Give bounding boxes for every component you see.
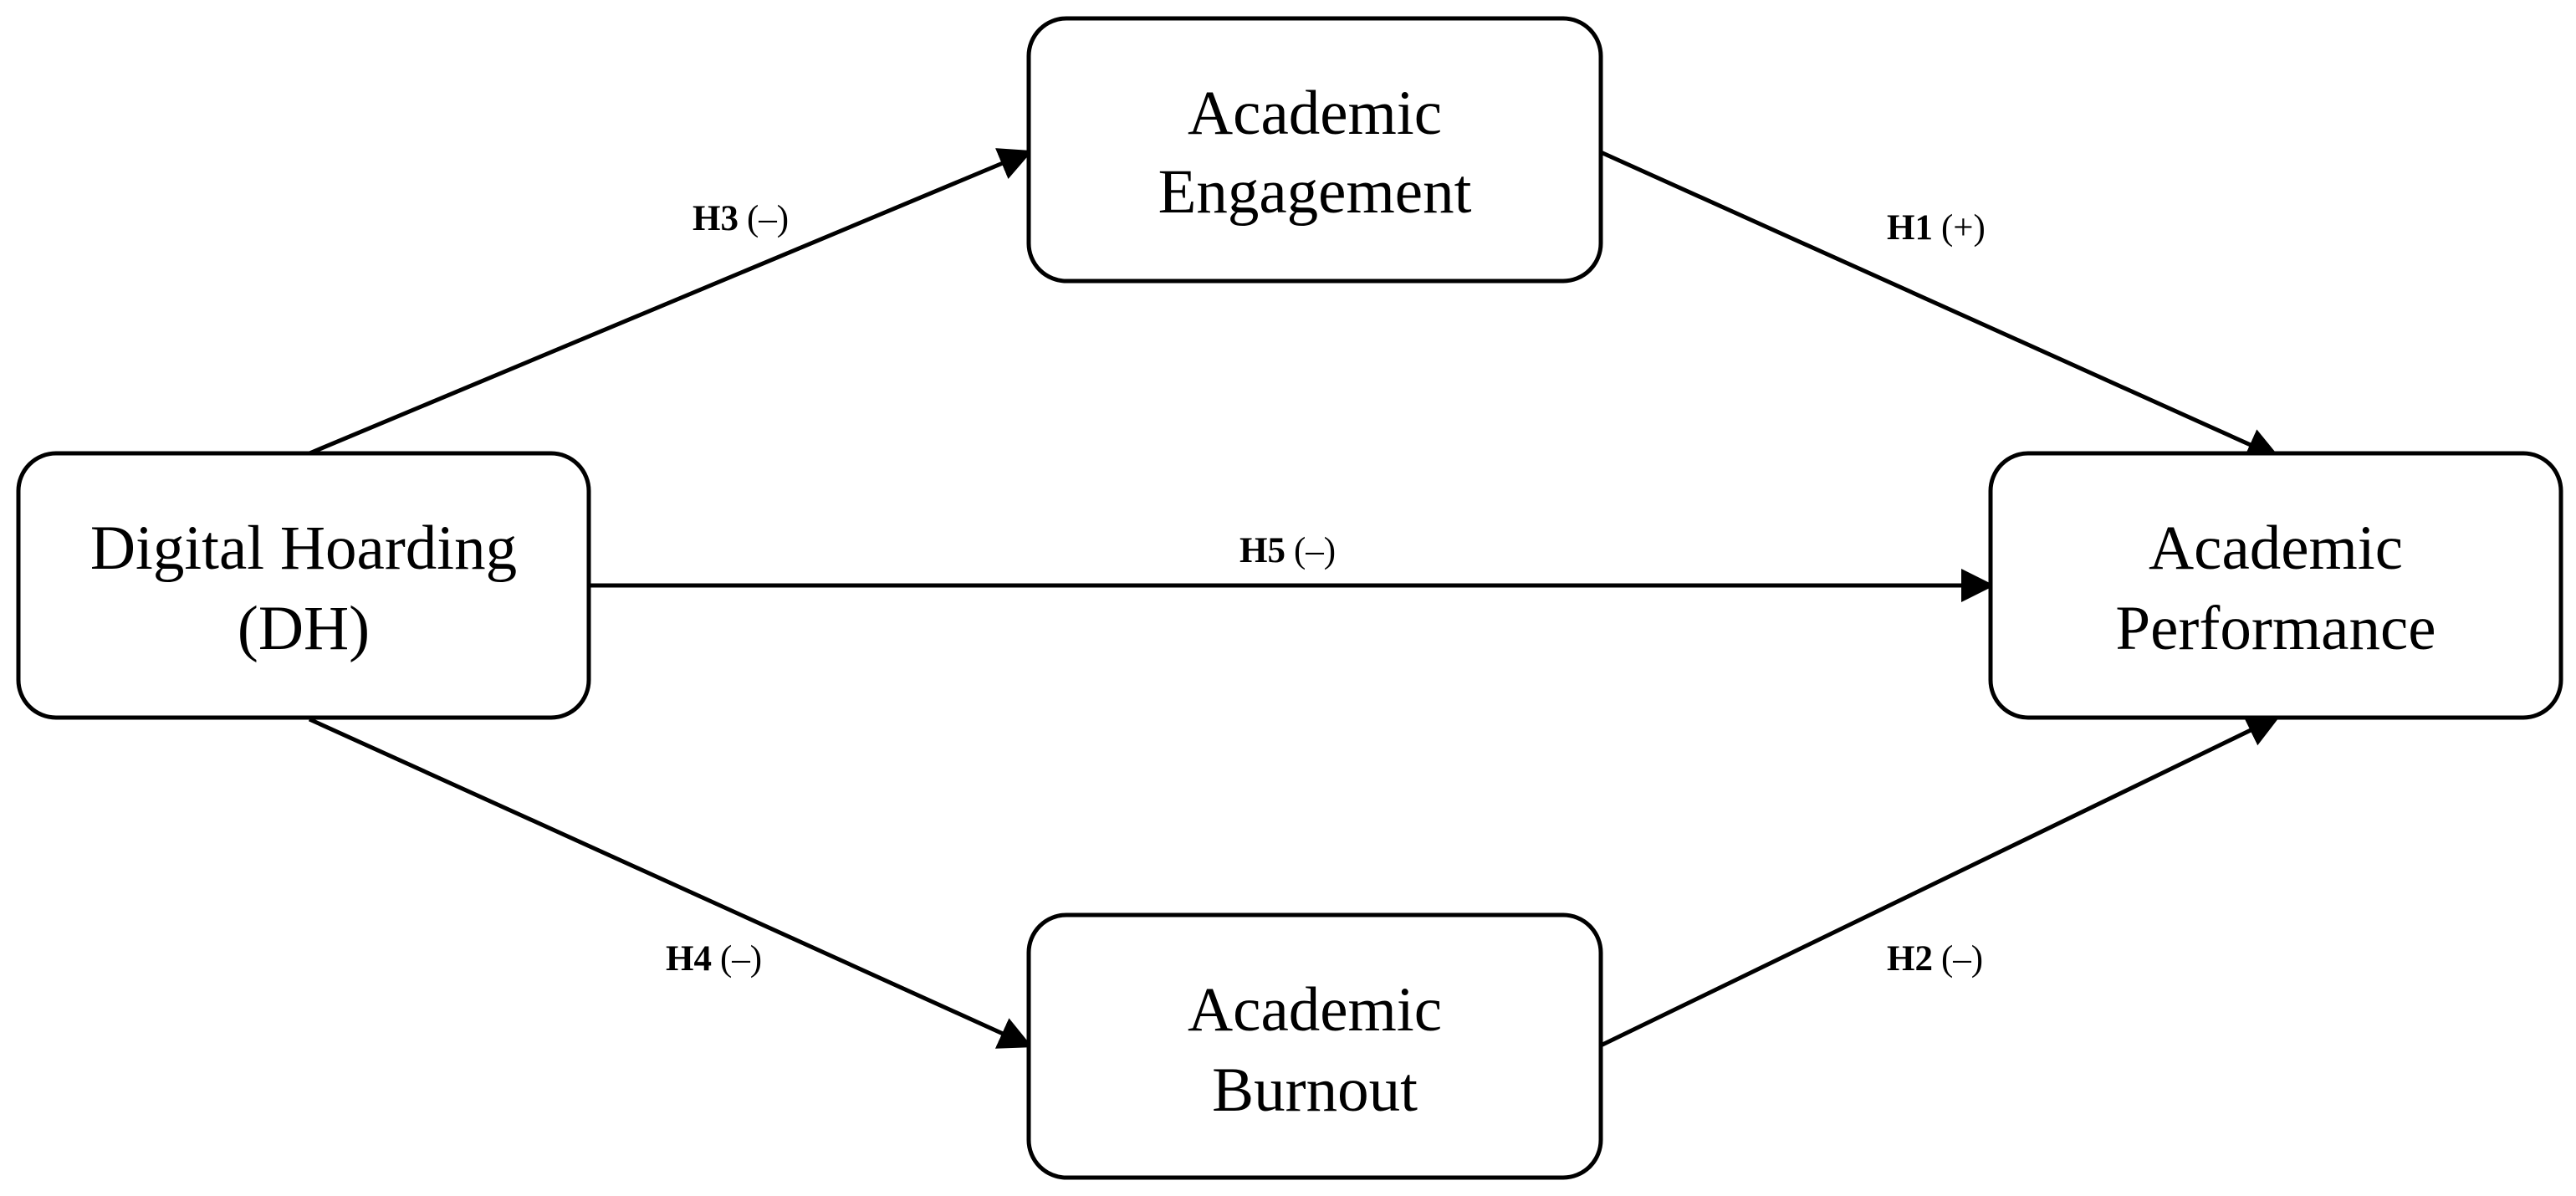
- edge-h1-label: H1(+): [1887, 208, 1986, 248]
- node-academic-performance-line2: Performance: [2115, 594, 2435, 663]
- node-digital-hoarding-box: [16, 451, 591, 720]
- edge-h2-sign: (–): [1941, 939, 1983, 979]
- edge-h4-label: H4(–): [666, 939, 762, 979]
- node-academic-burnout-box: [1026, 912, 1603, 1180]
- edge-h1-sign: (+): [1941, 208, 1986, 248]
- edge-h3-arrow: [309, 148, 1033, 456]
- edge-h2-label: H2(–): [1887, 939, 1983, 979]
- node-academic-engagement-line1: Academic: [1188, 79, 1442, 148]
- node-academic-engagement-line2: Engagement: [1158, 157, 1472, 227]
- edge-h1-id: H1: [1887, 208, 1933, 248]
- edge-h4-sign: (–): [720, 939, 762, 979]
- node-digital-hoarding: Digital Hoarding (DH): [16, 451, 591, 720]
- node-digital-hoarding-line1: Digital Hoarding: [90, 514, 517, 583]
- edge-h3-label: H3(–): [693, 199, 789, 238]
- edge-h5-label: H5(–): [1239, 531, 1336, 570]
- node-academic-burnout: Academic Burnout: [1026, 912, 1603, 1180]
- edge-h5-id: H5: [1239, 531, 1285, 570]
- edge-h5-sign: (–): [1294, 531, 1336, 570]
- edge-h1-arrow: [1599, 150, 2281, 460]
- node-academic-engagement: Academic Engagement: [1026, 16, 1603, 284]
- node-academic-performance-box: [1988, 451, 2563, 720]
- edge-h3-id: H3: [693, 199, 739, 238]
- edge-h3-sign: (–): [747, 199, 789, 238]
- node-academic-performance-line1: Academic: [2149, 514, 2403, 583]
- node-academic-performance: Academic Performance: [1988, 451, 2563, 720]
- node-digital-hoarding-line2: (DH): [238, 594, 370, 663]
- edge-h2-arrow: [1599, 715, 2281, 1048]
- edge-h4-arrow: [308, 717, 1033, 1049]
- edge-h4-id: H4: [666, 939, 712, 979]
- node-academic-engagement-box: [1026, 16, 1603, 284]
- node-academic-burnout-line1: Academic: [1188, 975, 1442, 1045]
- node-academic-burnout-line2: Burnout: [1212, 1055, 1418, 1125]
- edge-h2-id: H2: [1887, 939, 1933, 979]
